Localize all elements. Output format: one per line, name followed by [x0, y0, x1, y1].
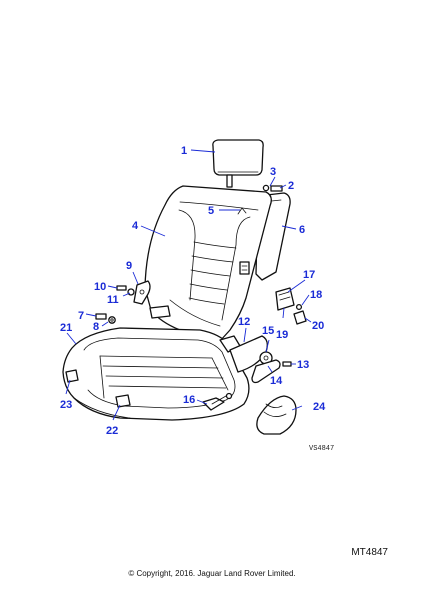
callout-18: 18 — [310, 289, 322, 301]
callout-13: 13 — [297, 359, 309, 371]
seat-exploded-diagram: 1 2 3 4 5 6 7 8 9 10 11 12 13 14 15 16 1… — [60, 139, 334, 453]
seat-back — [144, 185, 272, 342]
copyright-notice: © Copyright, 2016. Jaguar Land Rover Lim… — [128, 569, 296, 578]
callout-16: 16 — [183, 394, 195, 406]
callout-6: 6 — [299, 224, 305, 236]
callout-3: 3 — [270, 166, 276, 178]
callout-12: 12 — [238, 316, 250, 328]
callout-17: 17 — [303, 269, 315, 281]
switch-pack — [275, 287, 307, 325]
callout-2: 2 — [288, 180, 294, 192]
image-code: VS4847 — [309, 445, 334, 453]
callout-19: 19 — [276, 329, 288, 341]
callout-8: 8 — [93, 321, 99, 333]
mt-code: MT4847 — [351, 547, 388, 558]
callout-23: 23 — [60, 399, 72, 411]
callout-9: 9 — [126, 260, 132, 272]
callout-15: 15 — [262, 325, 274, 337]
callout-7: 7 — [78, 310, 84, 322]
callout-10: 10 — [94, 281, 106, 293]
recliner-cover — [229, 335, 292, 384]
cushion-clips — [65, 369, 131, 408]
leader-lines — [65, 149, 312, 421]
callout-labels: 1 2 3 4 5 6 7 8 9 10 11 12 13 14 15 16 1… — [60, 145, 326, 437]
callout-14: 14 — [270, 375, 283, 387]
callout-21: 21 — [60, 322, 72, 334]
callout-1: 1 — [181, 145, 187, 157]
side-trim-cover — [256, 395, 297, 435]
callout-20: 20 — [312, 320, 324, 332]
headrest — [212, 139, 264, 188]
callout-5: 5 — [208, 205, 214, 217]
height-lever — [202, 392, 233, 411]
callout-24: 24 — [313, 401, 326, 413]
seat-cushion — [62, 327, 250, 421]
screws-top-right — [262, 184, 283, 192]
callout-22: 22 — [106, 425, 118, 437]
hinge-bracket — [133, 280, 151, 305]
callout-4: 4 — [132, 220, 139, 232]
screws-left — [95, 285, 135, 324]
callout-11: 11 — [107, 294, 119, 306]
